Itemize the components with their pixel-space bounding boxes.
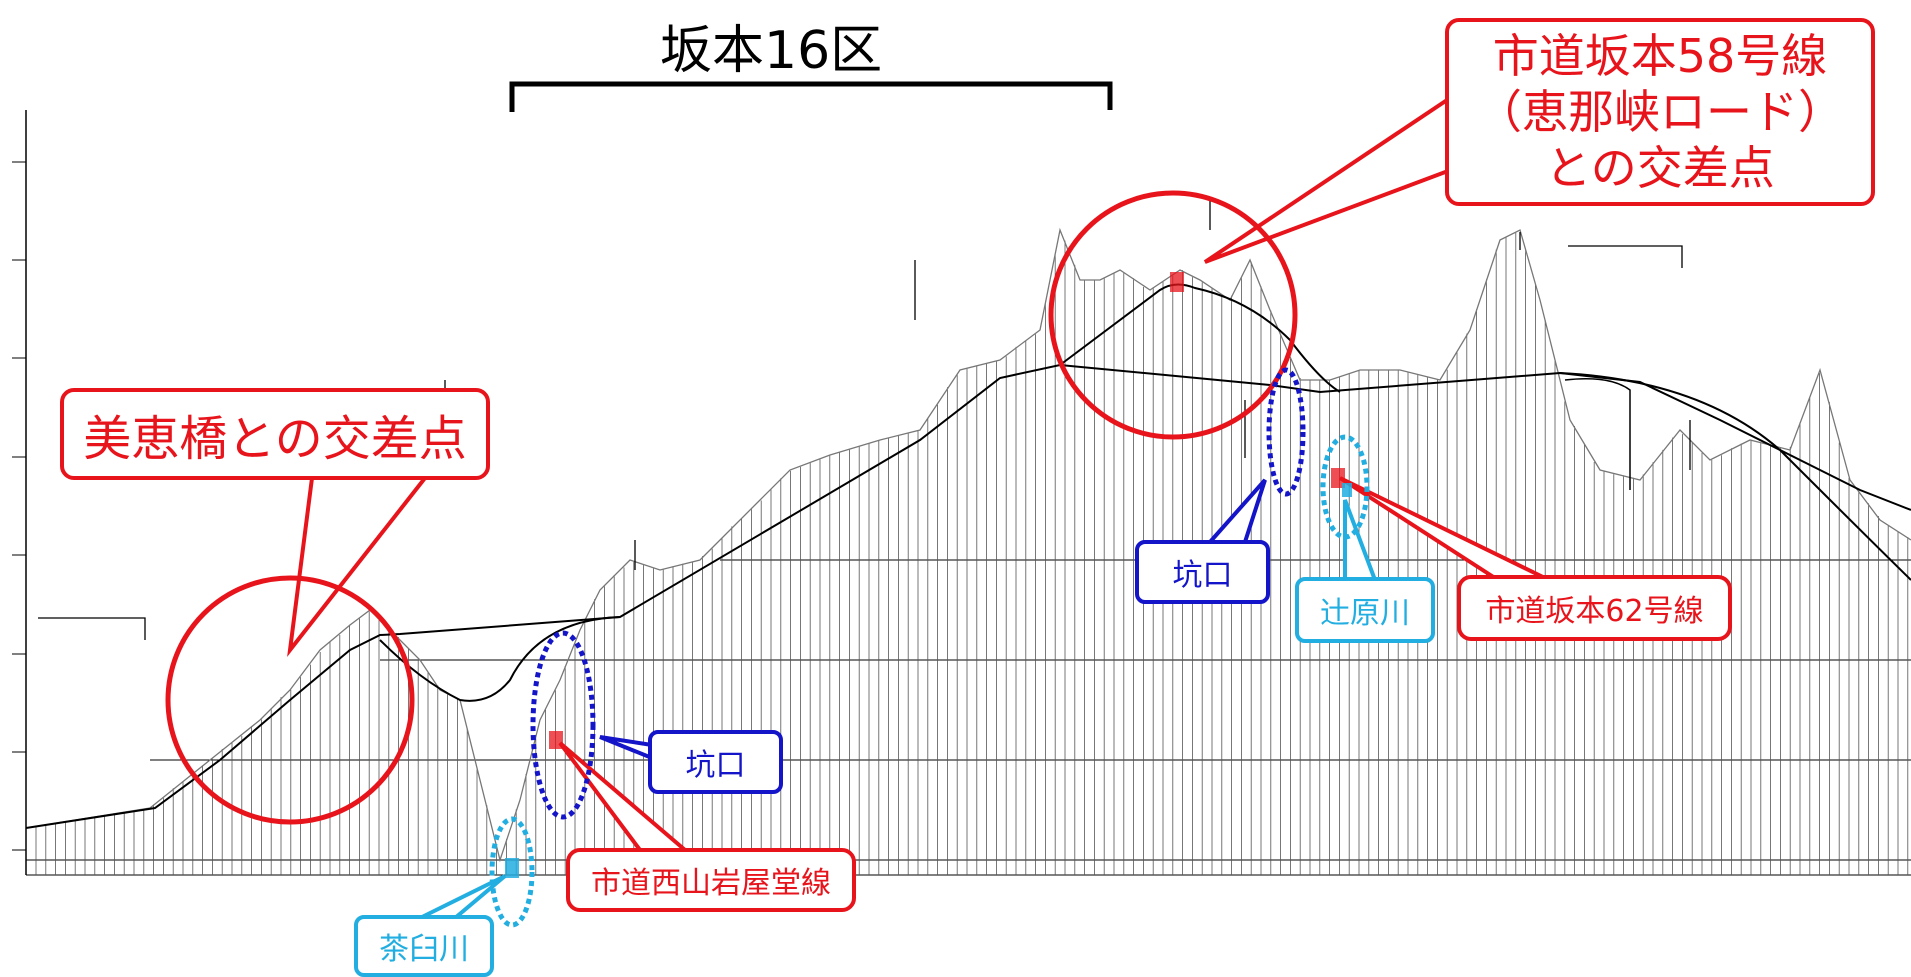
- callout-sakamoto62-road: 市道坂本62号線: [1457, 575, 1732, 641]
- river-ellipse-chausu: [489, 816, 535, 928]
- tunnel-portal-ellipse-2: [1266, 367, 1306, 497]
- crossing-marker-nishiyama: [549, 731, 563, 749]
- crossing-marker-sakamoto62: [1331, 468, 1345, 488]
- river-marker-chausu: [505, 858, 519, 878]
- callout-tsujihara-river: 辻原川: [1295, 577, 1435, 643]
- callout-sakamoto58-line1: 市道坂本58号線: [1492, 29, 1828, 83]
- section-title: 坂本16区: [660, 21, 883, 81]
- river-ellipse-tsujihara: [1320, 434, 1370, 540]
- crossing-marker-sakamoto58: [1170, 272, 1184, 292]
- callout-sakamoto58-line2: （恵那峡ロード）: [1476, 85, 1844, 139]
- callout-chausu-river: 茶臼川: [354, 915, 494, 977]
- crossing-circle-mieibashi: [165, 575, 415, 825]
- callout-tunnel-portal-east: 坑口: [1135, 540, 1270, 604]
- ground-profile: [25, 227, 1911, 863]
- callout-nishiyama-iwayado-road: 市道西山岩屋堂線: [566, 848, 856, 912]
- road-line-ramp-2: [1564, 378, 1631, 490]
- road-line-tunnel: [379, 616, 621, 702]
- tunnel-portal-ellipse-1: [530, 630, 596, 820]
- callout-pointers: [287, 88, 1546, 920]
- callout-mieibashi-crossing: 美恵橋との交差点: [60, 388, 490, 480]
- crossing-circle-sakamoto58: [1048, 190, 1298, 440]
- road-line-ramp: [1559, 372, 1911, 581]
- callout-sakamoto58-line3: との交差点: [1545, 141, 1775, 195]
- river-marker-tsujihara: [1342, 483, 1352, 497]
- road-line-upper: [25, 363, 1911, 829]
- callout-sakamoto58-crossing: 市道坂本58号線 （恵那峡ロード） との交差点: [1445, 18, 1875, 206]
- section-bracket: [509, 81, 1113, 112]
- road-line-crest: [1059, 283, 1341, 393]
- callout-tunnel-portal-west: 坑口: [648, 730, 783, 794]
- elevation-ticks: [12, 161, 26, 851]
